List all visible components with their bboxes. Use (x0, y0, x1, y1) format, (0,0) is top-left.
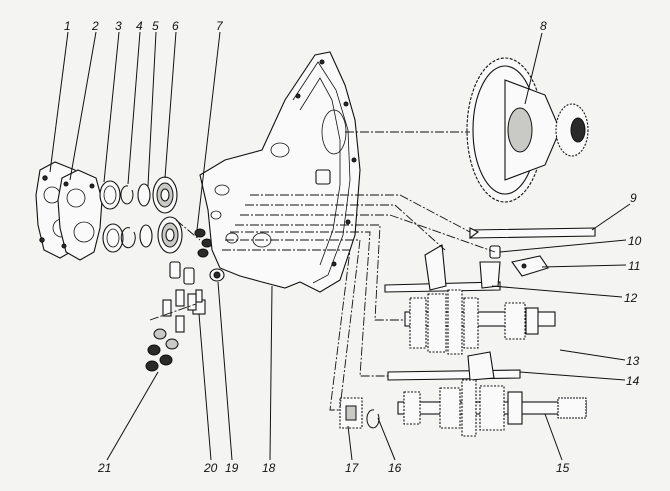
callout-17: 17 (345, 461, 360, 475)
callout-20: 20 (203, 461, 218, 475)
part-19-oil-seal (209, 268, 225, 282)
callout-4: 4 (136, 19, 143, 33)
part-12-fork-rod (384, 244, 501, 293)
part-5-washers (137, 183, 153, 248)
assembly-lines (149, 131, 496, 411)
callout-2: 2 (91, 19, 99, 33)
part-21-detents (145, 261, 197, 372)
part-15-output-shaft (397, 379, 587, 437)
callout-8: 8 (540, 19, 547, 33)
callout-7: 7 (216, 19, 224, 33)
callout-1: 1 (64, 19, 71, 33)
part-13-mainshaft (404, 289, 556, 355)
part-2-gasket (57, 169, 103, 261)
part-6-bearings (152, 176, 183, 254)
part-3-seals (99, 180, 124, 253)
callout-10: 10 (628, 234, 642, 248)
part-11-interlock (511, 255, 549, 277)
callout-21: 21 (97, 461, 111, 475)
part-8-differential (466, 57, 589, 203)
callout-9: 9 (630, 191, 637, 205)
callout-13: 13 (626, 354, 640, 368)
part-7-rings (194, 228, 213, 258)
callout-12: 12 (624, 291, 638, 305)
callout-14: 14 (626, 374, 640, 388)
part-17-gear (339, 397, 363, 429)
callout-6: 6 (172, 19, 179, 33)
callout-11: 11 (628, 259, 640, 273)
part-18-housing (199, 51, 361, 293)
callout-5: 5 (152, 19, 159, 33)
callout-numbers: 1 2 3 4 5 6 7 8 9 10 11 12 13 14 15 16 1… (64, 19, 642, 475)
leader-lines (49, 31, 631, 461)
part-14-selector-rod (387, 351, 521, 381)
part-16-circlip (366, 409, 380, 429)
callout-18: 18 (262, 461, 276, 475)
part-9-selector-rod (469, 227, 596, 240)
callout-16: 16 (388, 461, 402, 475)
callout-15: 15 (556, 461, 570, 475)
callout-3: 3 (115, 19, 122, 33)
part-4-circlips (120, 185, 136, 249)
callout-19: 19 (225, 461, 239, 475)
